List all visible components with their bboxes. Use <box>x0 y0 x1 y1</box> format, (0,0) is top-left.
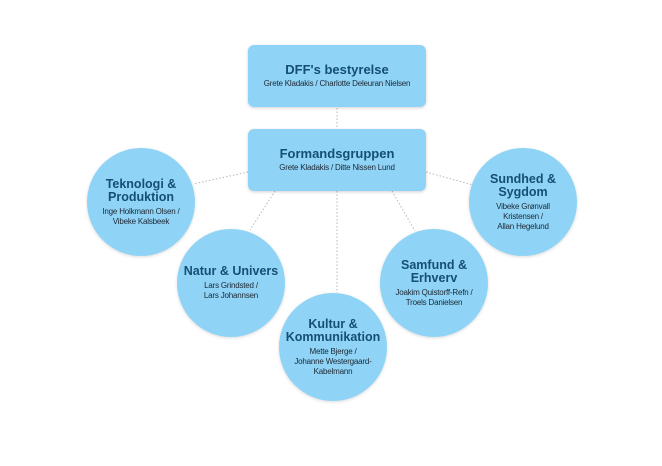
group-teknologi: Teknologi & Produktion Inge Holkmann Ols… <box>87 148 195 256</box>
group-title: Kultur & Kommunikation <box>285 316 381 344</box>
group-members: Joakim Quistorff-Refn / Troels Danielsen <box>395 287 473 307</box>
group-samfund: Samfund & Erhverv Joakim Quistorff-Refn … <box>380 229 488 337</box>
group-members: Lars Grindsted / Lars Johannsen <box>203 281 259 300</box>
chairs-members: Grete Kladakis / Ditte Nissen Lund <box>279 163 395 172</box>
group-title: Samfund & Erhverv <box>401 257 467 285</box>
chairs-title: Formandsgruppen <box>279 146 395 161</box>
group-title: Teknologi & Produktion <box>105 176 177 204</box>
group-title: Sundhed & Sygdom <box>490 171 556 199</box>
group-members: Inge Holkmann Olsen / Vibeke Kalsbeek <box>102 206 180 226</box>
chairs-node: Formandsgruppen Grete Kladakis / Ditte N… <box>248 129 426 191</box>
board-title: DFF's bestyrelse <box>285 62 389 77</box>
board-members: Grete Kladakis / Charlotte Deleuran Niel… <box>263 79 411 88</box>
group-natur: Natur & Univers Lars Grindsted / Lars Jo… <box>177 229 285 337</box>
connector-sundhed <box>425 171 474 186</box>
group-kultur: Kultur & Kommunikation Mette Bjerge / Jo… <box>279 293 387 401</box>
group-sundhed: Sundhed & Sygdom Vibeke Grønvall Kristen… <box>469 148 577 256</box>
connector-teknologi <box>192 171 249 185</box>
group-members: Vibeke Grønvall Kristensen / Allan Hegel… <box>496 201 550 231</box>
group-members: Mette Bjerge / Johanne Westergaard- Kabe… <box>294 346 372 376</box>
board-node: DFF's bestyrelse Grete Kladakis / Charlo… <box>248 45 426 107</box>
connector-natur <box>249 190 276 231</box>
group-title: Natur & Univers <box>183 264 279 278</box>
connector-samfund <box>391 190 416 232</box>
